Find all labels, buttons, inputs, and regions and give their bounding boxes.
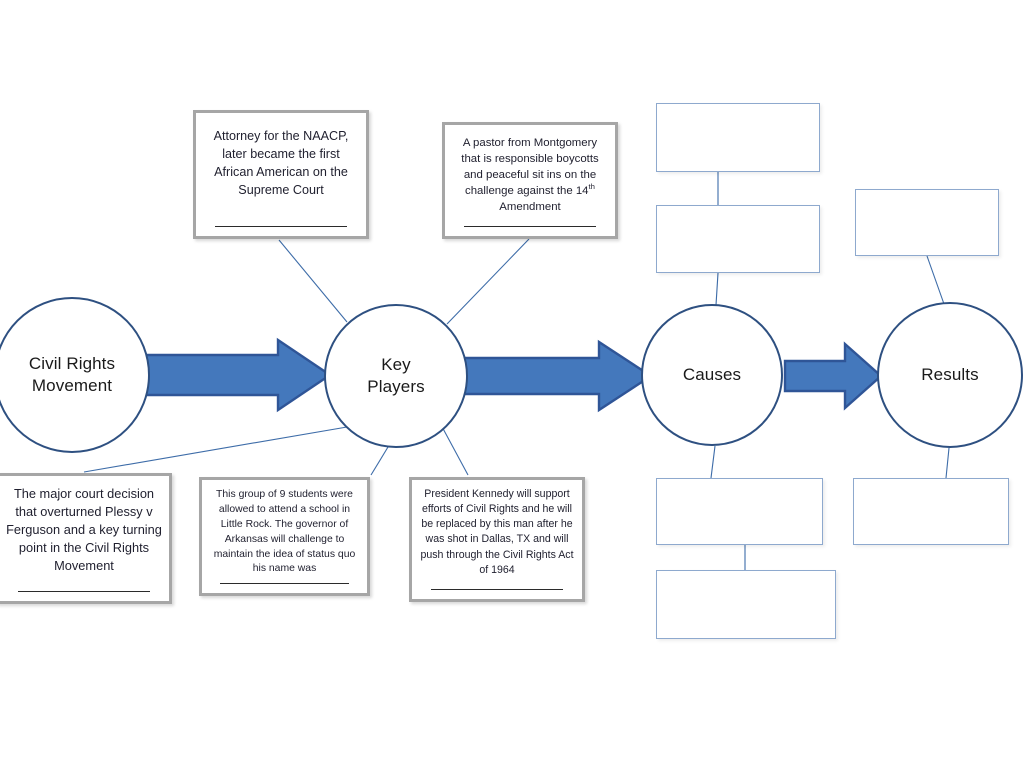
note-kennedy-johnson[interactable]: President Kennedy will support efforts o…: [409, 477, 585, 602]
circle-label-key-players: Key Players: [367, 354, 425, 396]
cause-box-3[interactable]: [656, 478, 823, 545]
note-mlk[interactable]: A pastor from Montgomery that is respons…: [442, 122, 618, 239]
circle-label-causes: Causes: [682, 364, 742, 384]
circle-causes[interactable]: Causes: [641, 304, 783, 446]
circle-civil-rights-movement[interactable]: Civil Rights Movement: [0, 297, 150, 453]
arrow-movement-to-players: [142, 336, 333, 414]
note-thurgood-marshall-blank-line[interactable]: [214, 226, 348, 227]
note-little-rock-nine-text: This group of 9 students were allowed to…: [213, 489, 356, 575]
cause-box-4[interactable]: [656, 570, 836, 639]
connector-causebox2-to-causes: [715, 272, 719, 306]
cause-box-1[interactable]: [656, 103, 820, 172]
arrow-causes-to-results: [783, 340, 883, 412]
connector-resultbox1-to-results: [926, 255, 945, 305]
note-mlk-blank-line[interactable]: [463, 226, 597, 227]
connector-results-to-resultbox2: [945, 447, 950, 479]
connector-note-kennedy-to-players: [439, 422, 469, 476]
connector-causes-to-causebox3: [710, 445, 716, 479]
note-brown-v-board[interactable]: The major court decision that overturned…: [0, 473, 172, 604]
arrow-players-to-causes: [457, 339, 654, 413]
note-brown-v-board-blank-line[interactable]: [17, 591, 151, 592]
note-little-rock-nine[interactable]: This group of 9 students were allowed to…: [199, 477, 370, 596]
connector-note-mlk-to-players: [446, 238, 530, 325]
note-thurgood-marshall[interactable]: Attorney for the NAACP, later became the…: [193, 110, 369, 239]
connector-note-littlerock-to-players: [370, 446, 389, 476]
connector-note-thurgood-to-players: [278, 239, 348, 323]
circle-label-civil-rights-movement: Civil Rights Movement: [28, 353, 116, 395]
note-kennedy-johnson-text: President Kennedy will support efforts o…: [420, 488, 574, 576]
circle-label-results: Results: [921, 364, 979, 384]
result-box-2[interactable]: [853, 478, 1009, 545]
circle-key-players[interactable]: Key Players: [324, 304, 468, 448]
note-little-rock-nine-blank-line[interactable]: [220, 583, 349, 584]
note-kennedy-johnson-blank-line[interactable]: [430, 589, 564, 590]
note-brown-v-board-text: The major court decision that overturned…: [6, 486, 162, 573]
result-box-1[interactable]: [855, 189, 999, 256]
note-mlk-text: A pastor from Montgomery that is respons…: [461, 137, 599, 213]
note-thurgood-marshall-text: Attorney for the NAACP, later became the…: [213, 129, 349, 197]
connector-note-brown-to-players: [83, 426, 348, 473]
cause-box-2[interactable]: [656, 205, 820, 273]
circle-results[interactable]: Results: [877, 302, 1023, 448]
